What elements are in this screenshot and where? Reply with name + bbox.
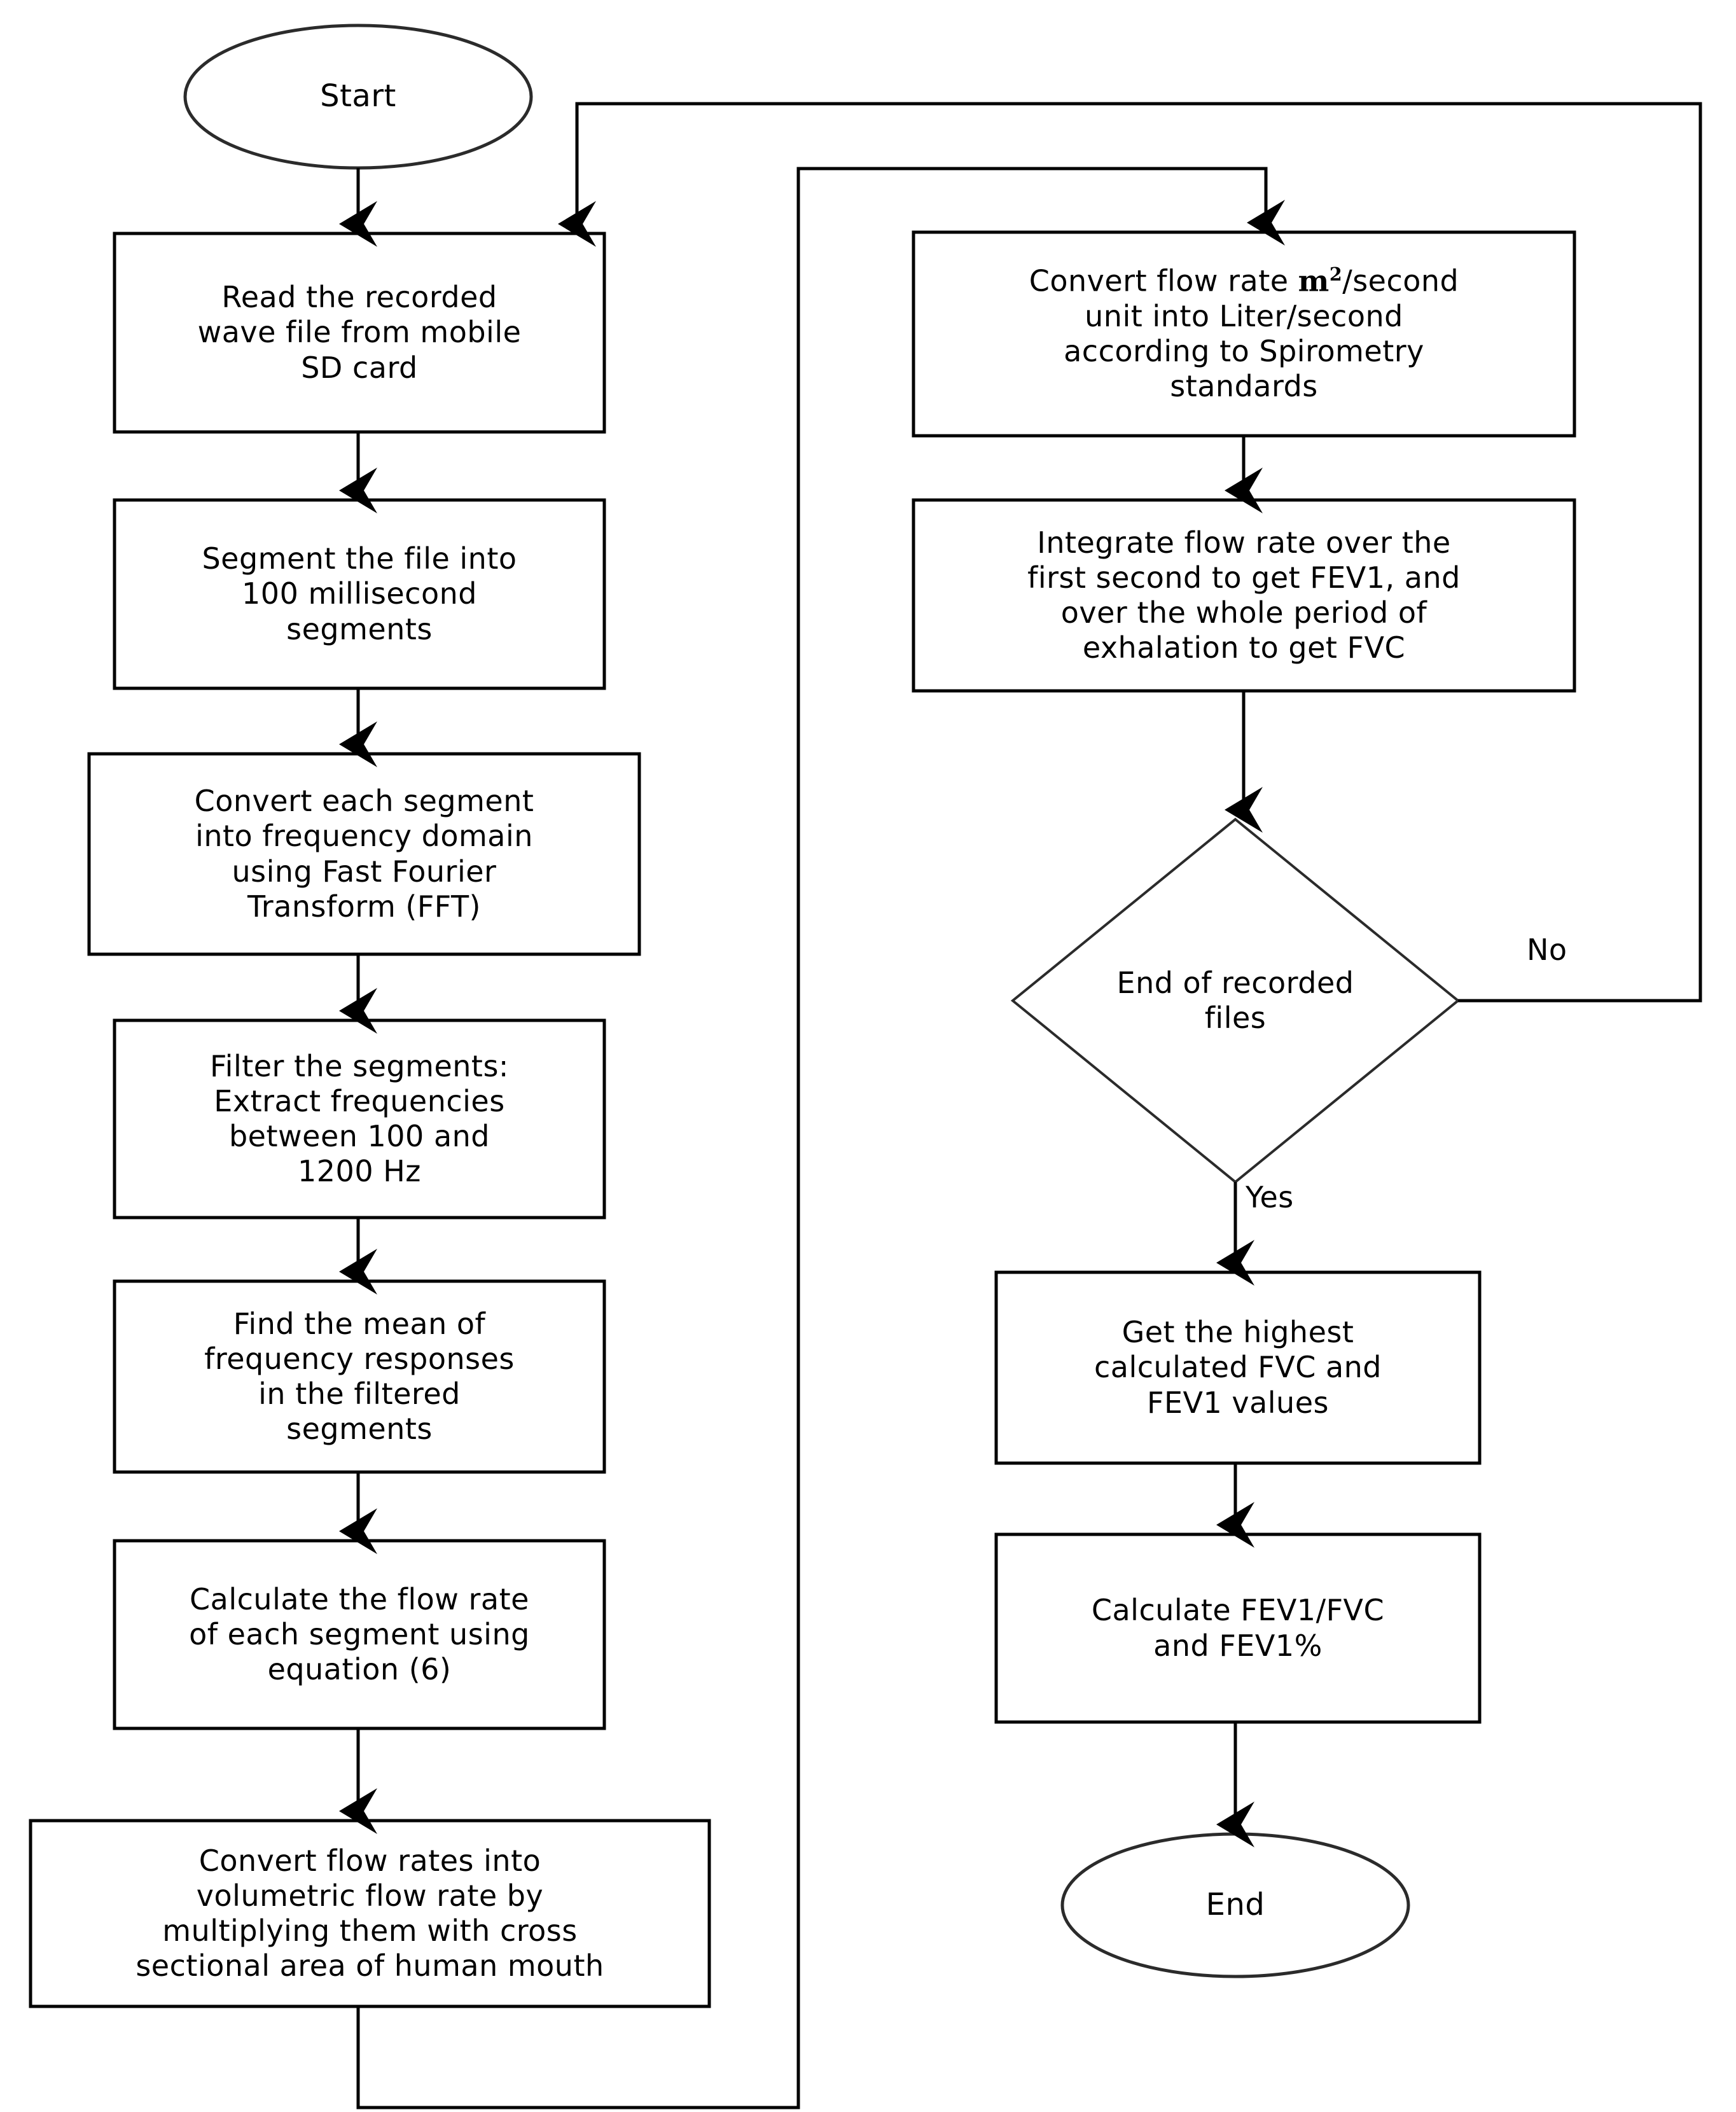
filter-box-shape: [113, 1018, 606, 1219]
volumetric-box-shape: [29, 1819, 711, 2008]
edge-decision-no-to-read: [558, 102, 1702, 1003]
highest-values-box-shape: [994, 1270, 1482, 1465]
integrate-box-shape: [912, 498, 1576, 693]
edge-label-no: No: [1527, 933, 1567, 967]
read-wave-box-shape: [113, 232, 606, 434]
fft-box-shape: [87, 752, 641, 956]
edge-label-yes: Yes: [1246, 1180, 1294, 1214]
decision-diamond-shape: [1010, 817, 1461, 1184]
start-terminator-shape: [183, 24, 533, 170]
segment-file-box-shape: [113, 498, 606, 690]
edge-volumetric-to-convert-units: [356, 167, 1285, 2109]
flow-rate-box-shape: [113, 1539, 606, 1730]
end-terminator-shape: [1060, 1832, 1410, 1978]
mean-box-shape: [113, 1279, 606, 1474]
calc-ratio-box-shape: [994, 1532, 1482, 1724]
convert-units-box-shape: [912, 230, 1576, 438]
